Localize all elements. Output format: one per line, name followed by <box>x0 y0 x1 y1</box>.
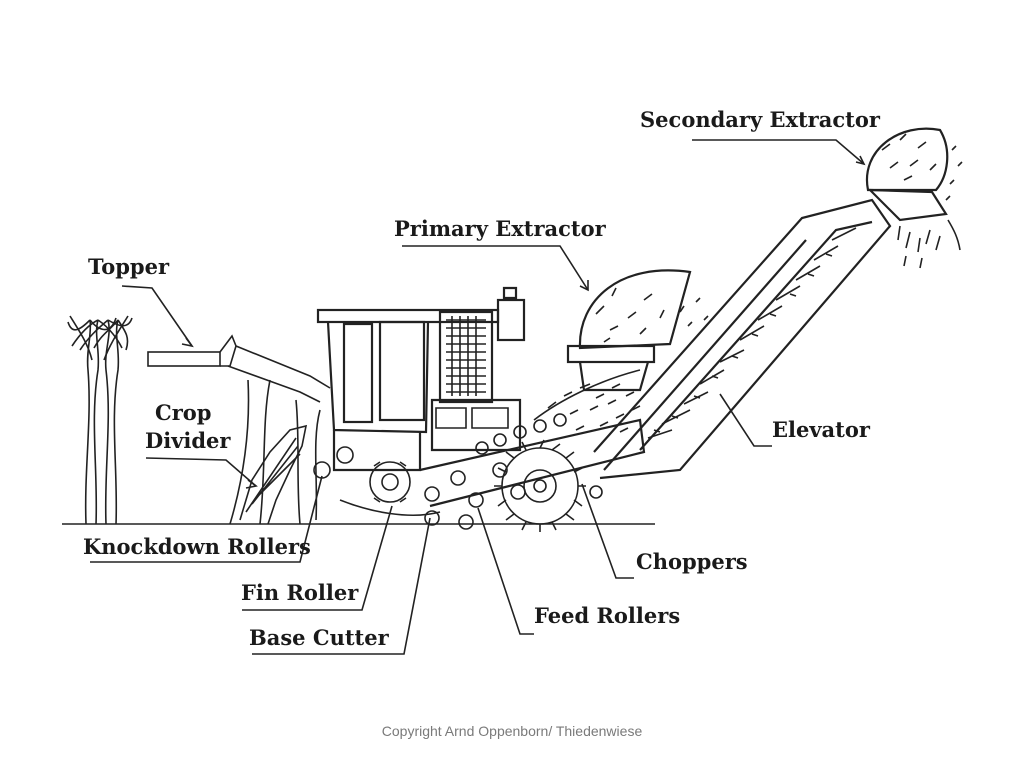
label-elevator: Elevator <box>772 417 871 442</box>
leader-lines <box>90 139 866 655</box>
secondary-extractor-debris <box>881 133 963 269</box>
copyright-notice: Copyright Arnd Oppenborn/ Thiedenwiese <box>381 723 643 739</box>
base-cutter-and-feed <box>339 413 567 530</box>
topper-leader <box>121 285 193 347</box>
label-feed-rollers: Feed Rollers <box>534 603 680 628</box>
crop-divider <box>229 379 321 525</box>
crop-divider-leader-arrow <box>245 479 258 489</box>
label-choppers: Choppers <box>636 549 748 574</box>
base-cutter-leader <box>252 517 431 655</box>
label-crop-divider-line2: Divider <box>145 428 231 453</box>
harvester-body <box>316 286 646 508</box>
label-knockdown-rollers: Knockdown Rollers <box>83 534 311 559</box>
label-topper: Topper <box>88 254 170 279</box>
choppers-leader <box>581 483 634 579</box>
crop-divider-leader <box>145 457 257 487</box>
knockdown-rollers-leader <box>90 475 323 563</box>
fin-roller-leader <box>242 505 393 611</box>
knockdown-rollers <box>313 446 411 503</box>
label-primary-extractor: Primary Extractor <box>394 216 607 241</box>
secondary-extractor <box>865 127 949 222</box>
topper-leader-arrow <box>181 337 194 348</box>
primary-extractor-leader-arrow <box>579 280 589 292</box>
elevator-leader <box>719 393 772 447</box>
feed-rollers-leader <box>477 507 534 635</box>
engine-grille <box>435 316 509 429</box>
primary-extractor-leader <box>402 245 589 291</box>
sugarcane-plants <box>67 315 133 525</box>
label-crop-divider-line1: Crop <box>155 400 211 425</box>
label-fin-roller: Fin Roller <box>241 580 359 605</box>
primary-extractor-debris <box>595 287 709 343</box>
elevator-slats <box>647 227 857 439</box>
secondary-extractor-leader <box>692 139 865 165</box>
secondary-extractor-leader-arrow <box>855 155 866 166</box>
chopped-cane-flow <box>533 369 641 433</box>
elevator <box>593 198 892 480</box>
primary-extractor <box>566 269 692 392</box>
choppers-drum <box>494 439 603 532</box>
label-secondary-extractor: Secondary Extractor <box>640 107 881 132</box>
label-base-cutter: Base Cutter <box>249 625 390 650</box>
topper-assembly <box>147 334 331 403</box>
